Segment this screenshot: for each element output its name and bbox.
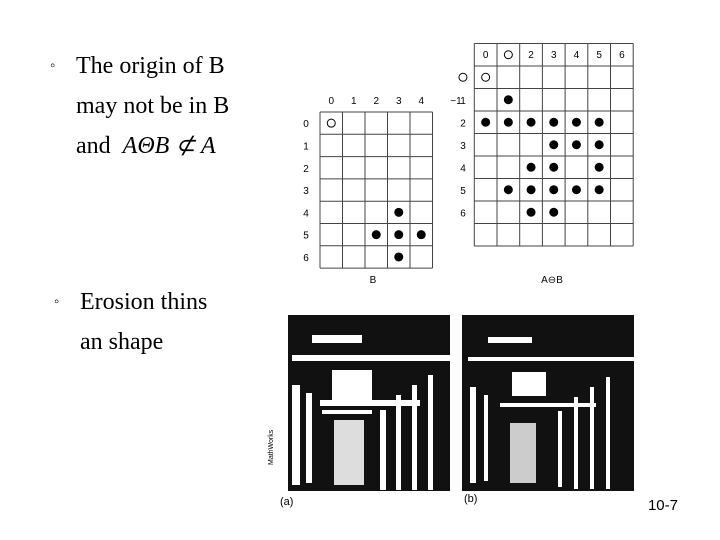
filled-point [549, 208, 558, 217]
photo-eroded [458, 315, 634, 495]
row-label: 6 [460, 208, 466, 219]
column-label: 1 [351, 96, 357, 107]
grid-caption: B [370, 275, 377, 286]
filled-point [527, 118, 536, 127]
column-label: 4 [574, 50, 580, 61]
filled-point [549, 163, 558, 172]
filled-point [572, 118, 581, 127]
row-label: 6 [303, 253, 309, 264]
row-label: 4 [460, 163, 466, 174]
filled-point [504, 185, 513, 194]
structuring-element-grid: 0 1 2 3 4 0 1 2 3 4 5 6B [303, 96, 432, 286]
filled-point [481, 118, 490, 127]
photo-original: MathWorks [272, 315, 450, 495]
column-label: 6 [619, 50, 625, 61]
column-label: 3 [396, 96, 402, 107]
hollow-point [327, 119, 335, 127]
filled-point [394, 230, 403, 239]
hollow-point [459, 73, 467, 81]
column-label: 3 [551, 50, 557, 61]
filled-point [504, 118, 513, 127]
filled-point [394, 208, 403, 217]
row-label: 3 [303, 186, 309, 197]
column-label: 0 [328, 96, 334, 107]
hollow-point [482, 73, 490, 81]
grid-caption: A⊖B [541, 275, 563, 286]
filled-point [417, 230, 426, 239]
row-label: 2 [460, 118, 466, 129]
filled-point [549, 140, 558, 149]
row-label: 5 [460, 186, 466, 197]
row-label: 3 [460, 141, 466, 152]
filled-point [595, 140, 604, 149]
row-label: 0 [303, 119, 309, 130]
slide-number: 10-7 [648, 497, 678, 514]
column-label: 5 [596, 50, 602, 61]
column-label: 4 [418, 96, 424, 107]
row-label: 5 [303, 231, 309, 242]
filled-point [504, 95, 513, 104]
row-label: 1 [303, 141, 309, 152]
photo-original-image [272, 315, 450, 495]
filled-point [527, 163, 536, 172]
filled-point [549, 185, 558, 194]
photo-caption-a: (a) [280, 496, 293, 508]
photo-caption-b: (b) [464, 493, 477, 505]
filled-point [595, 118, 604, 127]
hollow-point [504, 51, 512, 59]
column-label: 0 [483, 50, 489, 61]
photo-eroded-image [458, 315, 634, 495]
filled-point [595, 185, 604, 194]
filled-point [527, 208, 536, 217]
photo-credit: MathWorks [268, 430, 275, 465]
column-label: 2 [373, 96, 379, 107]
filled-point [372, 230, 381, 239]
filled-point [527, 185, 536, 194]
filled-point [572, 140, 581, 149]
row-label: 2 [303, 164, 309, 175]
filled-point [595, 163, 604, 172]
column-label: 2 [528, 50, 534, 61]
filled-point [549, 118, 558, 127]
bullet-line: an shape [80, 322, 163, 362]
filled-point [572, 185, 581, 194]
row-label: 4 [303, 208, 309, 219]
row-label: 1 [460, 96, 466, 107]
filled-point [394, 252, 403, 261]
